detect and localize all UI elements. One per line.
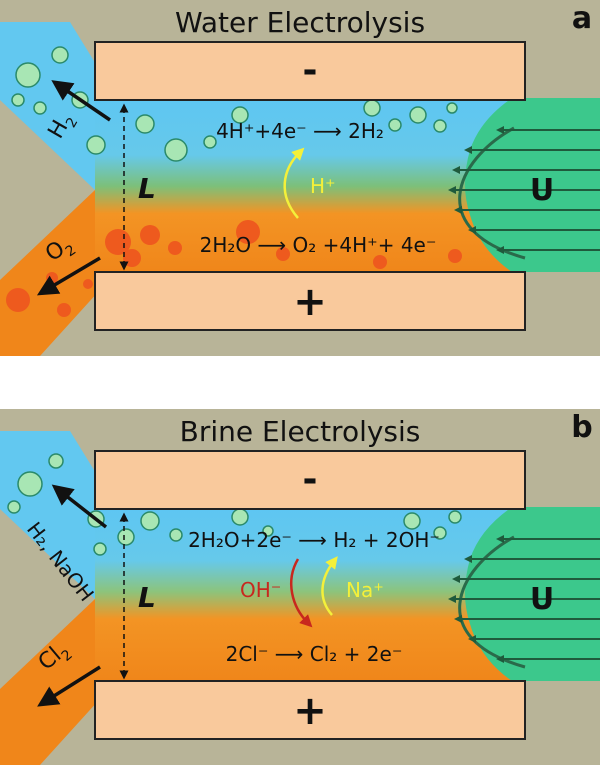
flow-velocity-profile (465, 507, 600, 681)
velocity-arrows (448, 126, 600, 254)
gap-label: L (138, 581, 156, 614)
o2-outlet-channel (0, 190, 118, 356)
water-electrolysis-diagram: - + Water Electrolysis a H2 O2 L 4H⁺+4e⁻… (0, 0, 600, 356)
panel-brine-electrolysis: - + Brine Electrolysis b H₂, NaOH Cl2 L … (0, 409, 600, 765)
parabolic-profile-curve (458, 535, 526, 669)
cl2-outlet-channel (0, 599, 118, 765)
cathode-reaction: 4H⁺+4e⁻ ⟶ 2H₂ (216, 119, 384, 143)
cathode-sign: - (303, 459, 318, 500)
panel-title: Brine Electrolysis (180, 415, 421, 448)
gap-label: L (138, 172, 156, 205)
panel-letter: a (572, 1, 592, 36)
hplus-ion-label: H⁺ (310, 174, 336, 198)
velocity-arrows (448, 535, 600, 663)
brine-electrolysis-diagram: - + Brine Electrolysis b H₂, NaOH Cl2 L … (0, 409, 600, 765)
ohminus-migration-arrow (290, 558, 313, 628)
panel-title: Water Electrolysis (175, 6, 425, 39)
anode-reaction: 2Cl⁻ ⟶ Cl₂ + 2e⁻ (226, 642, 403, 666)
h2-outlet-arrow (51, 80, 111, 122)
flow-velocity-profile (465, 98, 600, 272)
naplus-ion-label: Na⁺ (346, 578, 384, 602)
cathode-electrode (94, 450, 526, 510)
parabolic-profile-curve (458, 126, 526, 260)
anode-electrode (94, 271, 526, 331)
cl2-outlet-arrow (37, 665, 101, 707)
flow-velocity-label: U (530, 173, 554, 208)
o2-outlet-arrow (36, 256, 101, 296)
hplus-migration-arrow (283, 147, 305, 219)
panel-water-electrolysis: - + Water Electrolysis a H2 O2 L 4H⁺+4e⁻… (0, 0, 600, 356)
cathode-sign: - (303, 50, 318, 91)
panel-letter: b (571, 410, 592, 445)
cathode-electrode (94, 41, 526, 101)
naplus-migration-arrow (321, 556, 338, 616)
ohminus-ion-label: OH⁻ (240, 578, 281, 602)
cathode-reaction: 2H₂O+2e⁻ ⟶ H₂ + 2OH⁻ (188, 528, 440, 552)
h2-naoh-outlet-arrow (51, 484, 108, 529)
anode-electrode (94, 680, 526, 740)
anode-sign: + (293, 688, 327, 734)
anode-sign: + (293, 279, 327, 325)
anode-reaction: 2H₂O ⟶ O₂ +4H⁺+ 4e⁻ (200, 233, 437, 257)
flow-velocity-label: U (530, 582, 554, 617)
